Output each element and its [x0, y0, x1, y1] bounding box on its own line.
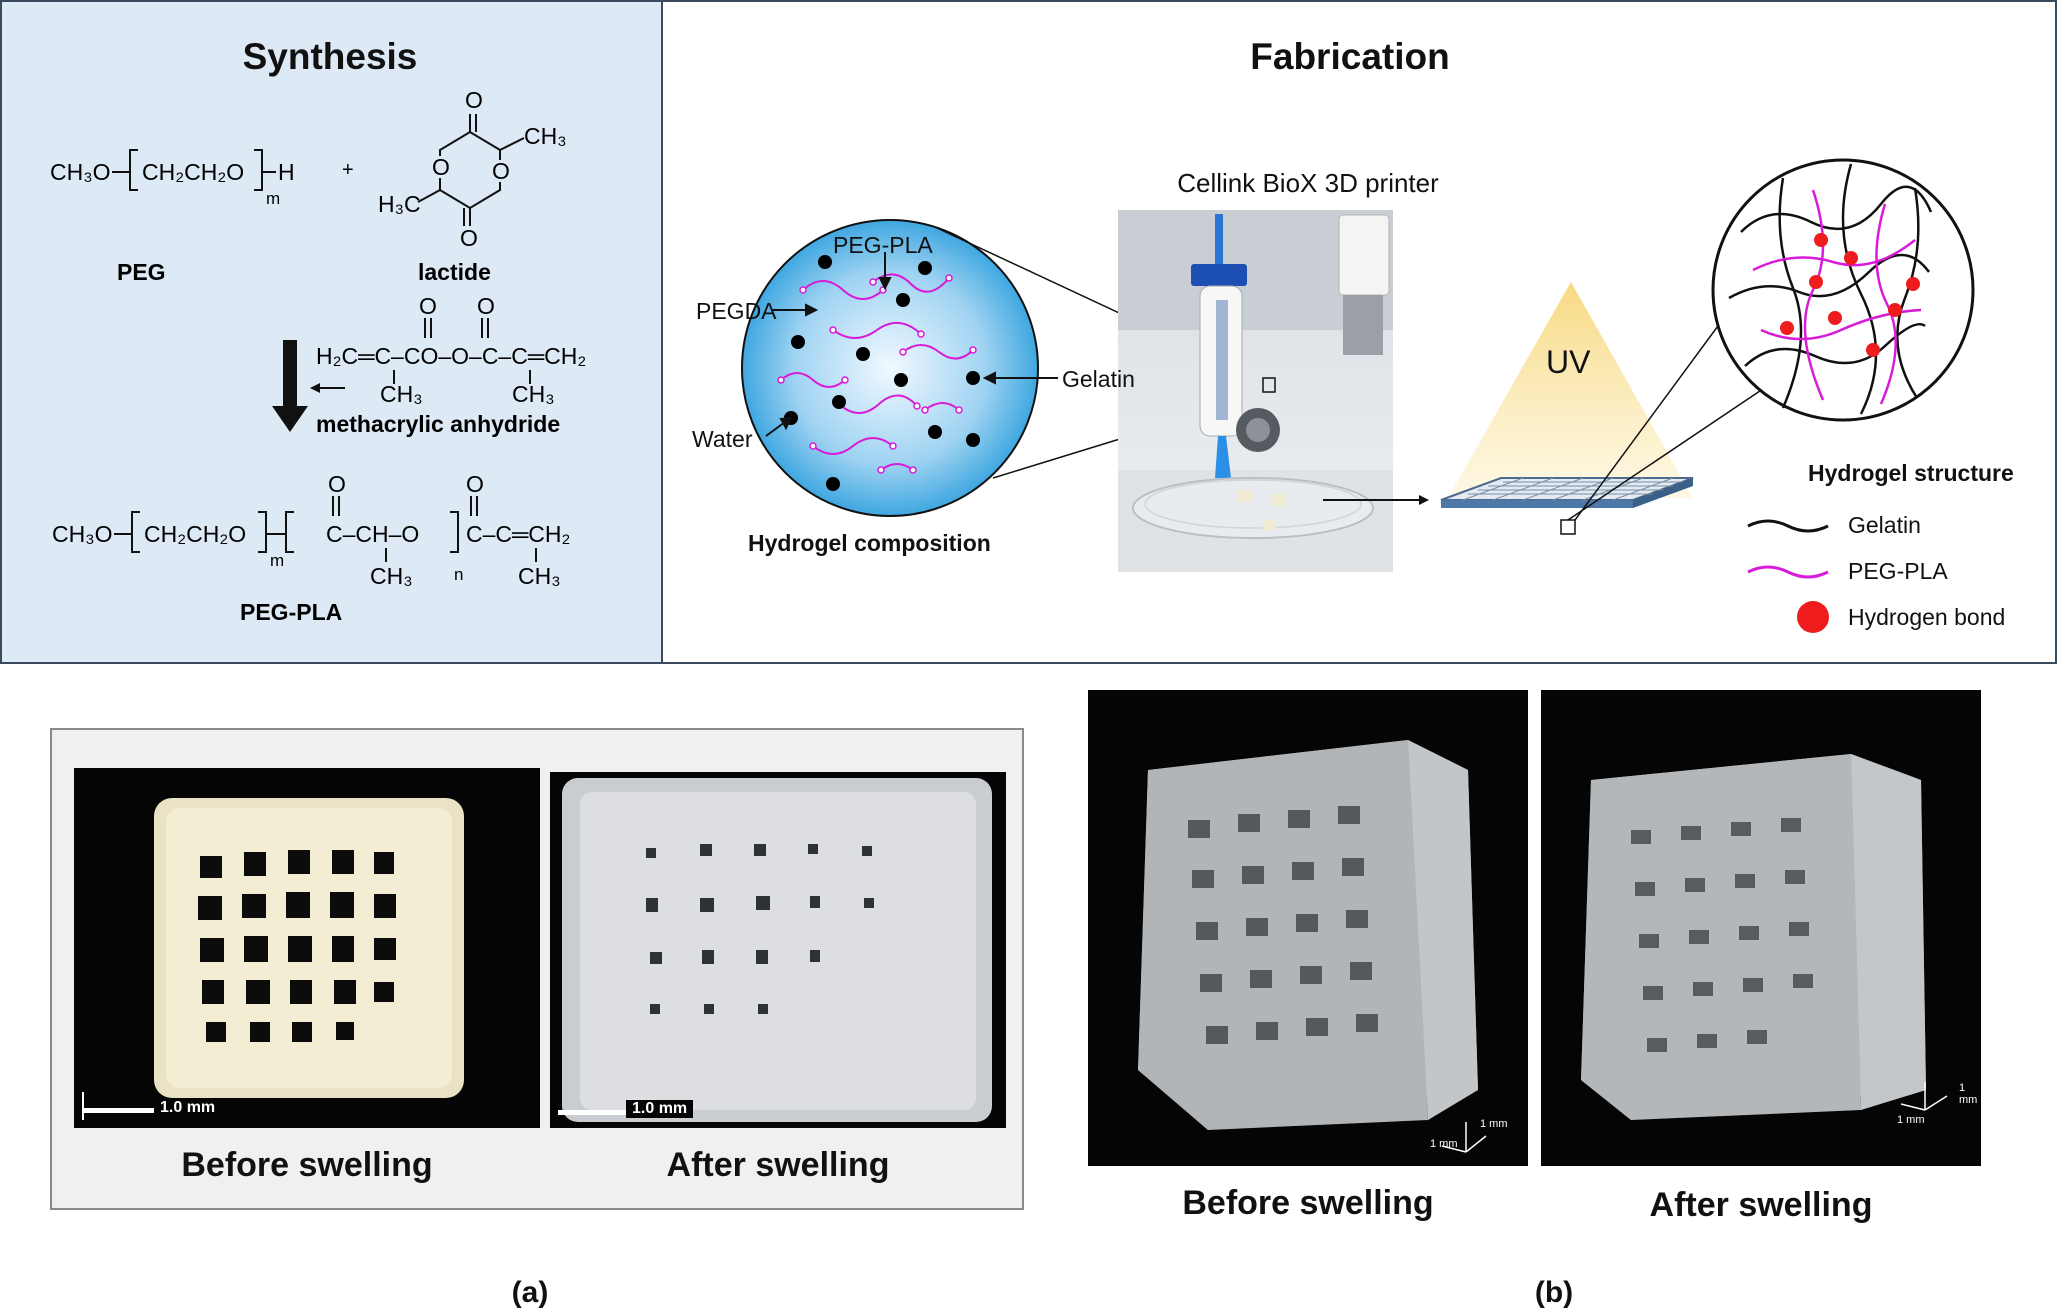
anhydride-o-left: O [419, 293, 437, 319]
lactide-ch3-top: CH₃ [524, 123, 567, 149]
product-label: PEG-PLA [240, 599, 342, 625]
axis-indicator-icon-2 [1900, 1082, 1948, 1111]
product-start: CH₃O [52, 521, 112, 547]
hydrogel-structure-circle [1711, 158, 1975, 422]
printed-scaffold [1440, 477, 1694, 535]
scale-label-after: 1.0 mm [626, 1100, 694, 1118]
scale-bar-after [558, 1110, 686, 1115]
uv-light-cone [1448, 282, 1693, 498]
axis-unit-before-2: 1 mm [1430, 1138, 1458, 1150]
product-ch3-2: CH₃ [518, 563, 561, 589]
hydrogel-composition-circle [741, 219, 1039, 517]
anhydride-ch3-left: CH₃ [380, 381, 423, 407]
ct-after-swelling: 1 mm 1 mm [1541, 690, 1981, 1166]
peg-end: H [278, 159, 295, 185]
lactide-o-bottom: O [460, 225, 478, 251]
fabrication-title: Fabrication [1250, 36, 1450, 77]
axis-indicator-icon [1441, 1122, 1487, 1153]
ct-before-swelling: 1 mm 1 mm [1088, 690, 1528, 1166]
panel-b-tag: (b) [1534, 1276, 1574, 1309]
uv-label: UV [1546, 344, 1591, 380]
axis-unit-before-1: 1 mm [1480, 1118, 1508, 1130]
product-o-1: O [328, 471, 346, 497]
peg-label: PEG [117, 259, 166, 285]
axis-unit-after-1: 1 mm [1959, 1082, 1978, 1106]
product-repeat-1: CH₂CH₂O [144, 521, 246, 547]
synthesis-title: Synthesis [242, 36, 418, 77]
panel-b-after-caption: After swelling [1649, 1186, 1873, 1224]
legend-gelatin-label: Gelatin [1848, 512, 1921, 538]
anhydride-label: methacrylic anhydride [316, 411, 560, 437]
label-gelatin: Gelatin [1062, 366, 1135, 392]
panel-a-after-caption: After swelling [666, 1146, 890, 1184]
lactide-label: lactide [418, 259, 491, 285]
lactide-ring [417, 114, 525, 226]
fabrication-diagram [741, 158, 1975, 633]
anhydride-formula: H₂C═C–CO–O–C–C═CH₂ [316, 343, 586, 369]
legend-peg-pla-label: PEG-PLA [1848, 558, 1948, 584]
lactide-o-right: O [492, 158, 510, 184]
anhydride-ch3-right: CH₃ [512, 381, 555, 407]
product-subscript-m: m [270, 551, 284, 570]
peg-repeat-unit: CH₂CH₂O [142, 159, 244, 185]
bioprinter-photo [1118, 210, 1393, 572]
legend-icons [1747, 519, 1829, 633]
plus-sign: + [342, 159, 354, 181]
lactide-o-top: O [465, 87, 483, 113]
label-peg-pla: PEG-PLA [833, 232, 933, 258]
panel-a-tag: (a) [511, 1276, 549, 1309]
product-o-2: O [466, 471, 484, 497]
product-ch3-1: CH₃ [370, 563, 413, 589]
panel-a-before-caption: Before swelling [181, 1146, 433, 1184]
axis-unit-after-2: 1 mm [1897, 1114, 1925, 1126]
after-swelling-photo: 1.0 mm [550, 772, 1006, 1128]
product-subscript-n: n [454, 565, 463, 584]
printer-label: Cellink BioX 3D printer [1177, 168, 1439, 198]
legend-gelatin-icon [1747, 519, 1829, 533]
peg-subscript-m: m [266, 189, 280, 208]
peg-formula-start: CH₃O [50, 159, 110, 185]
structure-label: Hydrogel structure [1808, 460, 2014, 486]
lactide-ch3-bottom: H₃C [378, 191, 421, 217]
anhydride-o-right: O [477, 293, 495, 319]
composition-label: Hydrogel composition [748, 530, 991, 556]
label-pegda: PEGDA [696, 298, 777, 324]
lactide-o-left: O [432, 154, 450, 180]
panel-b-before-caption: Before swelling [1182, 1184, 1434, 1222]
label-water: Water [692, 426, 753, 452]
legend-peg-pla-icon [1747, 565, 1829, 579]
synthesis-panel [0, 0, 663, 664]
product-end: C–C═CH₂ [466, 521, 570, 547]
product-repeat-2: C–CH–O [326, 521, 419, 547]
scale-bar-before [84, 1108, 212, 1113]
before-swelling-photo: 1.0 mm [74, 768, 540, 1128]
scale-label-before: 1.0 mm [154, 1099, 222, 1117]
synthesis-diagram: CH₃O CH₂CH₂O H m + O O O O CH₃ H₃C PEG l… [50, 87, 586, 625]
legend-hydrogen-bond-icon [1797, 601, 1829, 633]
reaction-arrow-icon [272, 340, 345, 432]
legend-hydrogen-bond-label: Hydrogen bond [1848, 604, 2006, 630]
